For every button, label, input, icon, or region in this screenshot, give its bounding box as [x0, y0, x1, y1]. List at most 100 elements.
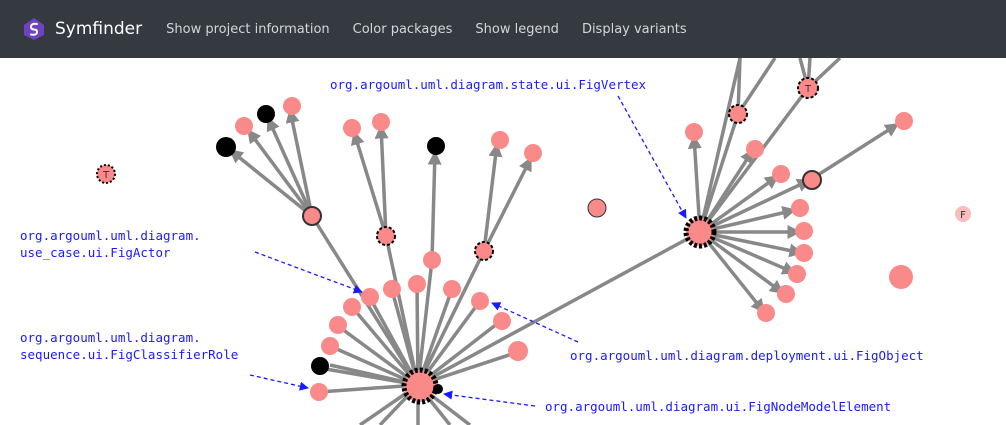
- graph-node-hub-main: [401, 367, 439, 405]
- edge: [285, 108, 314, 217]
- graph-node: [343, 298, 361, 316]
- edge: [416, 259, 434, 386]
- graph-node: [795, 222, 813, 240]
- edge: [417, 230, 701, 387]
- edge: [374, 124, 389, 237]
- node-label-t: T: [102, 170, 110, 181]
- graph-node: [471, 292, 489, 310]
- annotation-arrow: [443, 390, 536, 407]
- brand[interactable]: Symfinder: [22, 17, 142, 41]
- symfinder-logo-icon: [24, 18, 44, 40]
- graph-node: [321, 337, 339, 355]
- graph-node: [372, 113, 390, 131]
- graph-node-hub: [797, 77, 819, 99]
- edge: [698, 58, 742, 233]
- graph-node: [235, 117, 253, 135]
- graph-node: [423, 251, 441, 269]
- annotations: org.argouml.uml.diagram.state.ui.FigVert…: [20, 77, 924, 414]
- edge: [736, 58, 777, 115]
- annotation-fig-actor-line1: org.argouml.uml.diagram.: [20, 228, 201, 243]
- nav-show-project-information[interactable]: Show project information: [166, 21, 330, 37]
- annotation-arrow: [254, 251, 363, 294]
- nav-color-packages[interactable]: Color packages: [352, 21, 453, 37]
- annotation-fig-actor-line2: use_case.ui.FigActor: [20, 245, 171, 260]
- graph-node: [493, 312, 511, 330]
- graph-node: [283, 97, 301, 115]
- graph-node-hub: [302, 206, 322, 226]
- graph-node: [491, 131, 509, 149]
- annotation-fig-node-model-element: org.argouml.uml.diagram.ui.FigNodeModelE…: [545, 399, 891, 414]
- edge: [228, 148, 314, 218]
- edge: [329, 363, 419, 387]
- edge: [351, 130, 388, 237]
- edge: [698, 230, 785, 295]
- graph-node-isolated: [955, 206, 971, 222]
- edge: [336, 324, 420, 387]
- graph-node: [329, 316, 347, 334]
- annotation-fig-classifier-line1: org.argouml.uml.diagram.: [20, 330, 201, 345]
- node-label-t: T: [804, 84, 812, 95]
- graph-node-isolated: [96, 164, 116, 184]
- graph-node: [791, 199, 809, 217]
- edge: [698, 148, 755, 233]
- annotation-fig-vertex: org.argouml.uml.diagram.state.ui.FigVert…: [330, 77, 647, 92]
- edge: [416, 299, 482, 387]
- graph-node: [685, 123, 703, 141]
- graph-node: [746, 140, 764, 158]
- edge: [482, 156, 533, 252]
- graph-node-hub: [728, 104, 748, 124]
- edge: [698, 174, 780, 234]
- nav-display-variants[interactable]: Display variants: [581, 21, 687, 37]
- edge: [416, 250, 486, 386]
- brand-name: Symfinder: [55, 19, 143, 39]
- annotation-fig-object: org.argouml.uml.diagram.deployment.ui.Fi…: [570, 348, 924, 363]
- graph-node: [524, 144, 542, 162]
- edge: [427, 150, 442, 261]
- edges: [228, 58, 900, 425]
- edge: [246, 128, 314, 218]
- edge: [266, 116, 314, 217]
- graph-node-black: [427, 137, 445, 155]
- edge: [318, 383, 419, 394]
- graph-node-black: [257, 105, 275, 123]
- graph-node: [795, 244, 813, 262]
- edge: [698, 86, 810, 234]
- graph-node: [383, 280, 401, 298]
- nodes: T F T: [96, 77, 971, 405]
- node-label-f: F: [960, 210, 966, 221]
- graph-node-isolated: [587, 198, 607, 218]
- graph-node: [772, 165, 790, 183]
- nav-show-legend[interactable]: Show legend: [475, 21, 559, 37]
- graph-node: [508, 341, 528, 361]
- edge: [350, 305, 420, 387]
- graph-node: [757, 304, 775, 322]
- edge: [699, 230, 797, 275]
- annotation-arrow: [491, 302, 579, 343]
- graph-node: [408, 275, 426, 293]
- graph-node-hub-main: [683, 215, 717, 249]
- edge: [416, 288, 454, 386]
- edge: [390, 289, 420, 386]
- edge: [687, 134, 702, 233]
- graph-node-black: [433, 384, 443, 394]
- edge: [809, 122, 900, 182]
- graph-svg[interactable]: T F T org.argouml.uml.diagram.state.ui.F…: [0, 58, 1006, 425]
- graph-node: [895, 112, 913, 130]
- graph-node: [788, 265, 806, 283]
- graph-node-isolated: [889, 265, 913, 289]
- graph-node: [443, 280, 461, 298]
- graph-node: [777, 285, 795, 303]
- edge: [698, 230, 766, 314]
- graph-node-hub: [802, 170, 822, 190]
- graph-canvas[interactable]: T F T org.argouml.uml.diagram.state.ui.F…: [0, 58, 1006, 425]
- annotation-fig-classifier-line2: sequence.ui.FigClassifierRole: [20, 347, 238, 362]
- edge: [699, 178, 812, 234]
- graph-node-hub: [474, 241, 494, 261]
- navbar: Symfinder Show project information Color…: [0, 0, 1006, 58]
- edge: [417, 350, 519, 387]
- graph-node-hub: [376, 226, 396, 246]
- graph-node: [361, 288, 379, 306]
- graph-node-black: [216, 137, 236, 157]
- edge: [699, 206, 797, 234]
- graph-node: [310, 383, 328, 401]
